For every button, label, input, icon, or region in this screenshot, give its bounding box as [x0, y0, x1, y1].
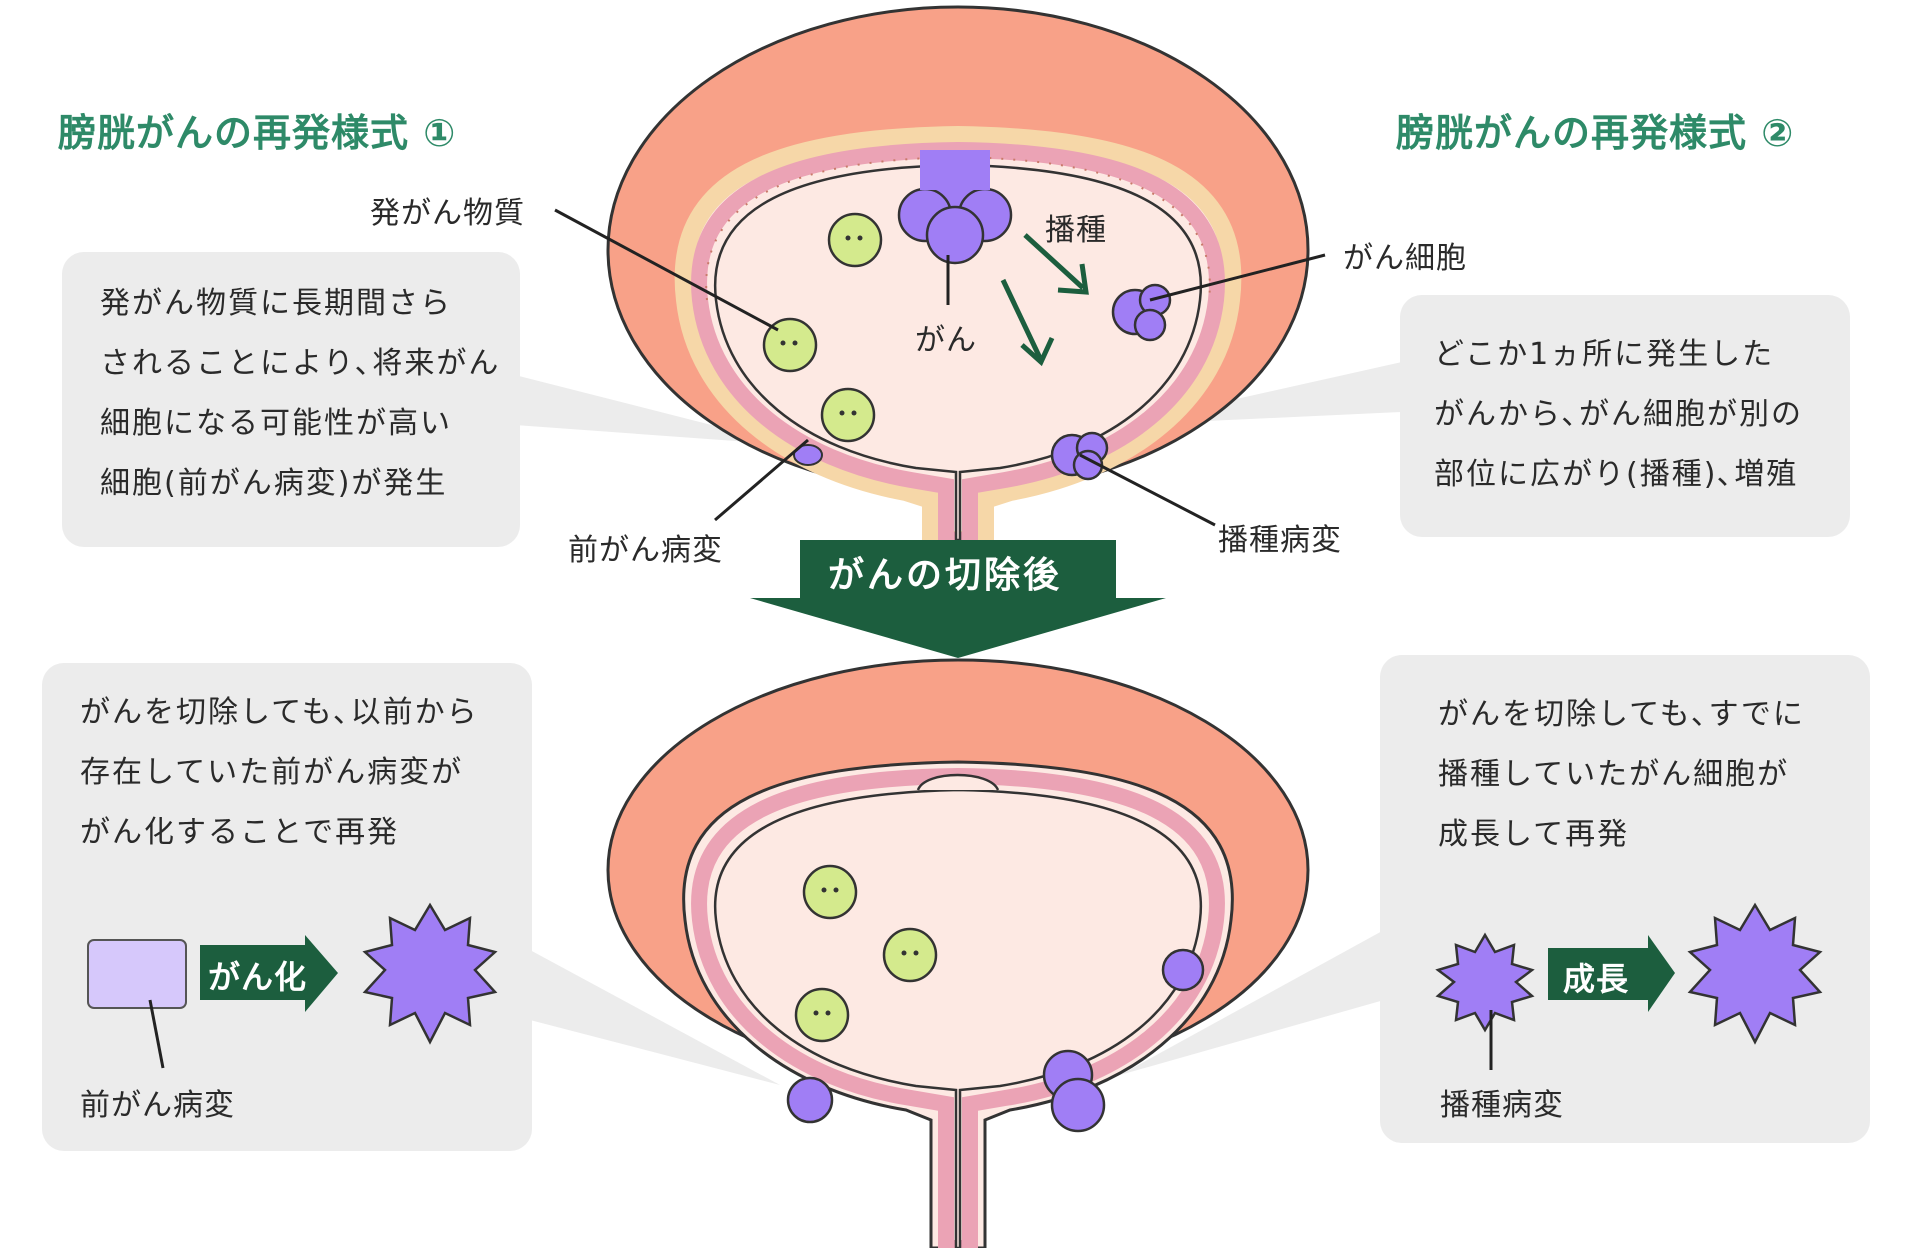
green-cells-top	[762, 212, 883, 443]
green-cells-bottom	[794, 864, 938, 1043]
right-box2-line-3: 成長して再発	[1438, 817, 1630, 852]
right-cancer-star-icon	[1687, 902, 1823, 1045]
label-seeding-lesion: 播種病変	[1218, 523, 1342, 558]
left-growth-arrow	[200, 935, 338, 1012]
right-box1-line-1: どこか1ヵ所に発生した	[1434, 337, 1775, 372]
right-box1-line-2: がんから､がん細胞が別の	[1434, 397, 1803, 432]
right-description-box-1: どこか1ヵ所に発生した がんから､がん細胞が別の 部位に広がり(播種)､増殖	[1400, 295, 1850, 537]
top-cancer-mass	[897, 150, 1013, 265]
left-description-box-1: 発がん物質に長期間さら されることにより､将来がん 細胞になる可能性が高い 細胞…	[62, 252, 520, 547]
top-bladder	[606, 5, 1310, 549]
bottom-bladder	[606, 658, 1310, 1248]
label-cancer: がん	[915, 323, 977, 358]
left-arrow-label: がん化	[208, 958, 308, 996]
left-box2-line-3: がん化することで再発	[80, 815, 400, 850]
right-lesion-label: 播種病変	[1440, 1088, 1564, 1123]
left-panel-title: 膀胱がんの再発様式 ①	[58, 111, 457, 155]
left-lesion-label: 前がん病変	[80, 1088, 235, 1123]
left-box1-line-3: 細胞になる可能性が高い	[100, 406, 452, 441]
precancer-lesion-top	[793, 444, 823, 466]
left-description-box-2: がんを切除しても､以前から 存在していた前がん病変が がん化することで再発	[42, 663, 532, 1151]
cancer-masses-bottom	[786, 948, 1205, 1133]
right-box1-line-3: 部位に広がり(播種)､増殖	[1434, 457, 1799, 492]
right-description-box-2: がんを切除しても､すでに 播種していたがん細胞が 成長して再発	[1380, 655, 1870, 1143]
cancer-cell-pointer-line	[1149, 253, 1326, 302]
seeding-lesion-top	[1050, 431, 1109, 481]
right-panel-title: 膀胱がんの再発様式 ②	[1396, 111, 1795, 155]
left-box1-line-4: 細胞(前がん病変)が発生	[100, 466, 448, 501]
right-seeding-star-icon	[1435, 932, 1535, 1033]
right-growth-arrow	[1548, 935, 1675, 1012]
seeding-lesion-pointer-line	[1079, 453, 1216, 527]
center-arrow	[750, 540, 1166, 658]
left-lesion-pointer-line	[148, 999, 165, 1069]
right-arrow-label: 成長	[1563, 960, 1630, 998]
cell-faces-bottom	[813, 887, 919, 1016]
label-precancer: 前がん病変	[568, 533, 723, 568]
left-box2-line-1: がんを切除しても､以前から	[80, 695, 479, 730]
right-box2-line-2: 播種していたがん細胞が	[1438, 757, 1790, 792]
callout-wedge-left-bottom	[530, 950, 780, 1085]
cell-faces-top	[780, 235, 863, 416]
label-carcinogen: 発がん物質	[370, 196, 525, 231]
right-box2-line-1: がんを切除しても､すでに	[1438, 697, 1805, 732]
seeding-arrows	[1000, 233, 1089, 367]
label-seeding: 播種	[1045, 213, 1107, 248]
carcinogen-pointer-line	[554, 208, 779, 332]
left-box2-line-2: 存在していた前がん病変が	[80, 755, 464, 790]
left-box1-line-2: されることにより､将来がん	[100, 346, 501, 381]
left-cancer-star-icon	[362, 902, 498, 1045]
precancer-lesion-icon	[87, 939, 187, 1009]
callout-wedge-right-bottom	[1120, 930, 1384, 1075]
center-arrow-label: がんの切除後	[828, 555, 1063, 596]
precancer-pointer-line	[714, 438, 809, 522]
label-cancer-cell: がん細胞	[1343, 241, 1467, 276]
cancer-cell-cluster	[1111, 283, 1172, 342]
left-box1-line-1: 発がん物質に長期間さら	[100, 286, 452, 321]
